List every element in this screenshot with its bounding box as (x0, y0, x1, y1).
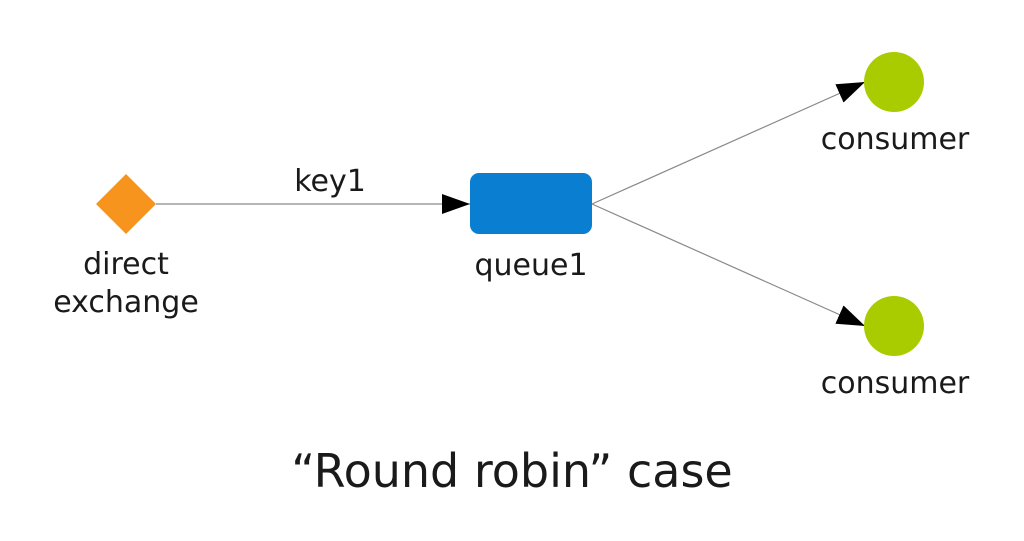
consumer-node-2 (864, 296, 924, 356)
edge-queue-to-consumer-1 (591, 81, 866, 205)
edge-queue-to-consumer-2 (591, 203, 866, 327)
exchange-diamond (96, 174, 156, 234)
queue-label: queue1 (474, 248, 588, 283)
consumer-label-2: consumer (820, 366, 970, 401)
consumer-node-1 (864, 52, 924, 112)
diagram-caption: “Round robin” case (291, 444, 733, 498)
exchange-label-line1: direct (83, 247, 169, 282)
binding-key-label: key1 (294, 164, 366, 199)
consumer-label-1: consumer (820, 122, 970, 157)
exchange-label: direct exchange (38, 246, 214, 322)
queue-box (470, 173, 592, 234)
exchange-label-line2: exchange (53, 285, 199, 320)
